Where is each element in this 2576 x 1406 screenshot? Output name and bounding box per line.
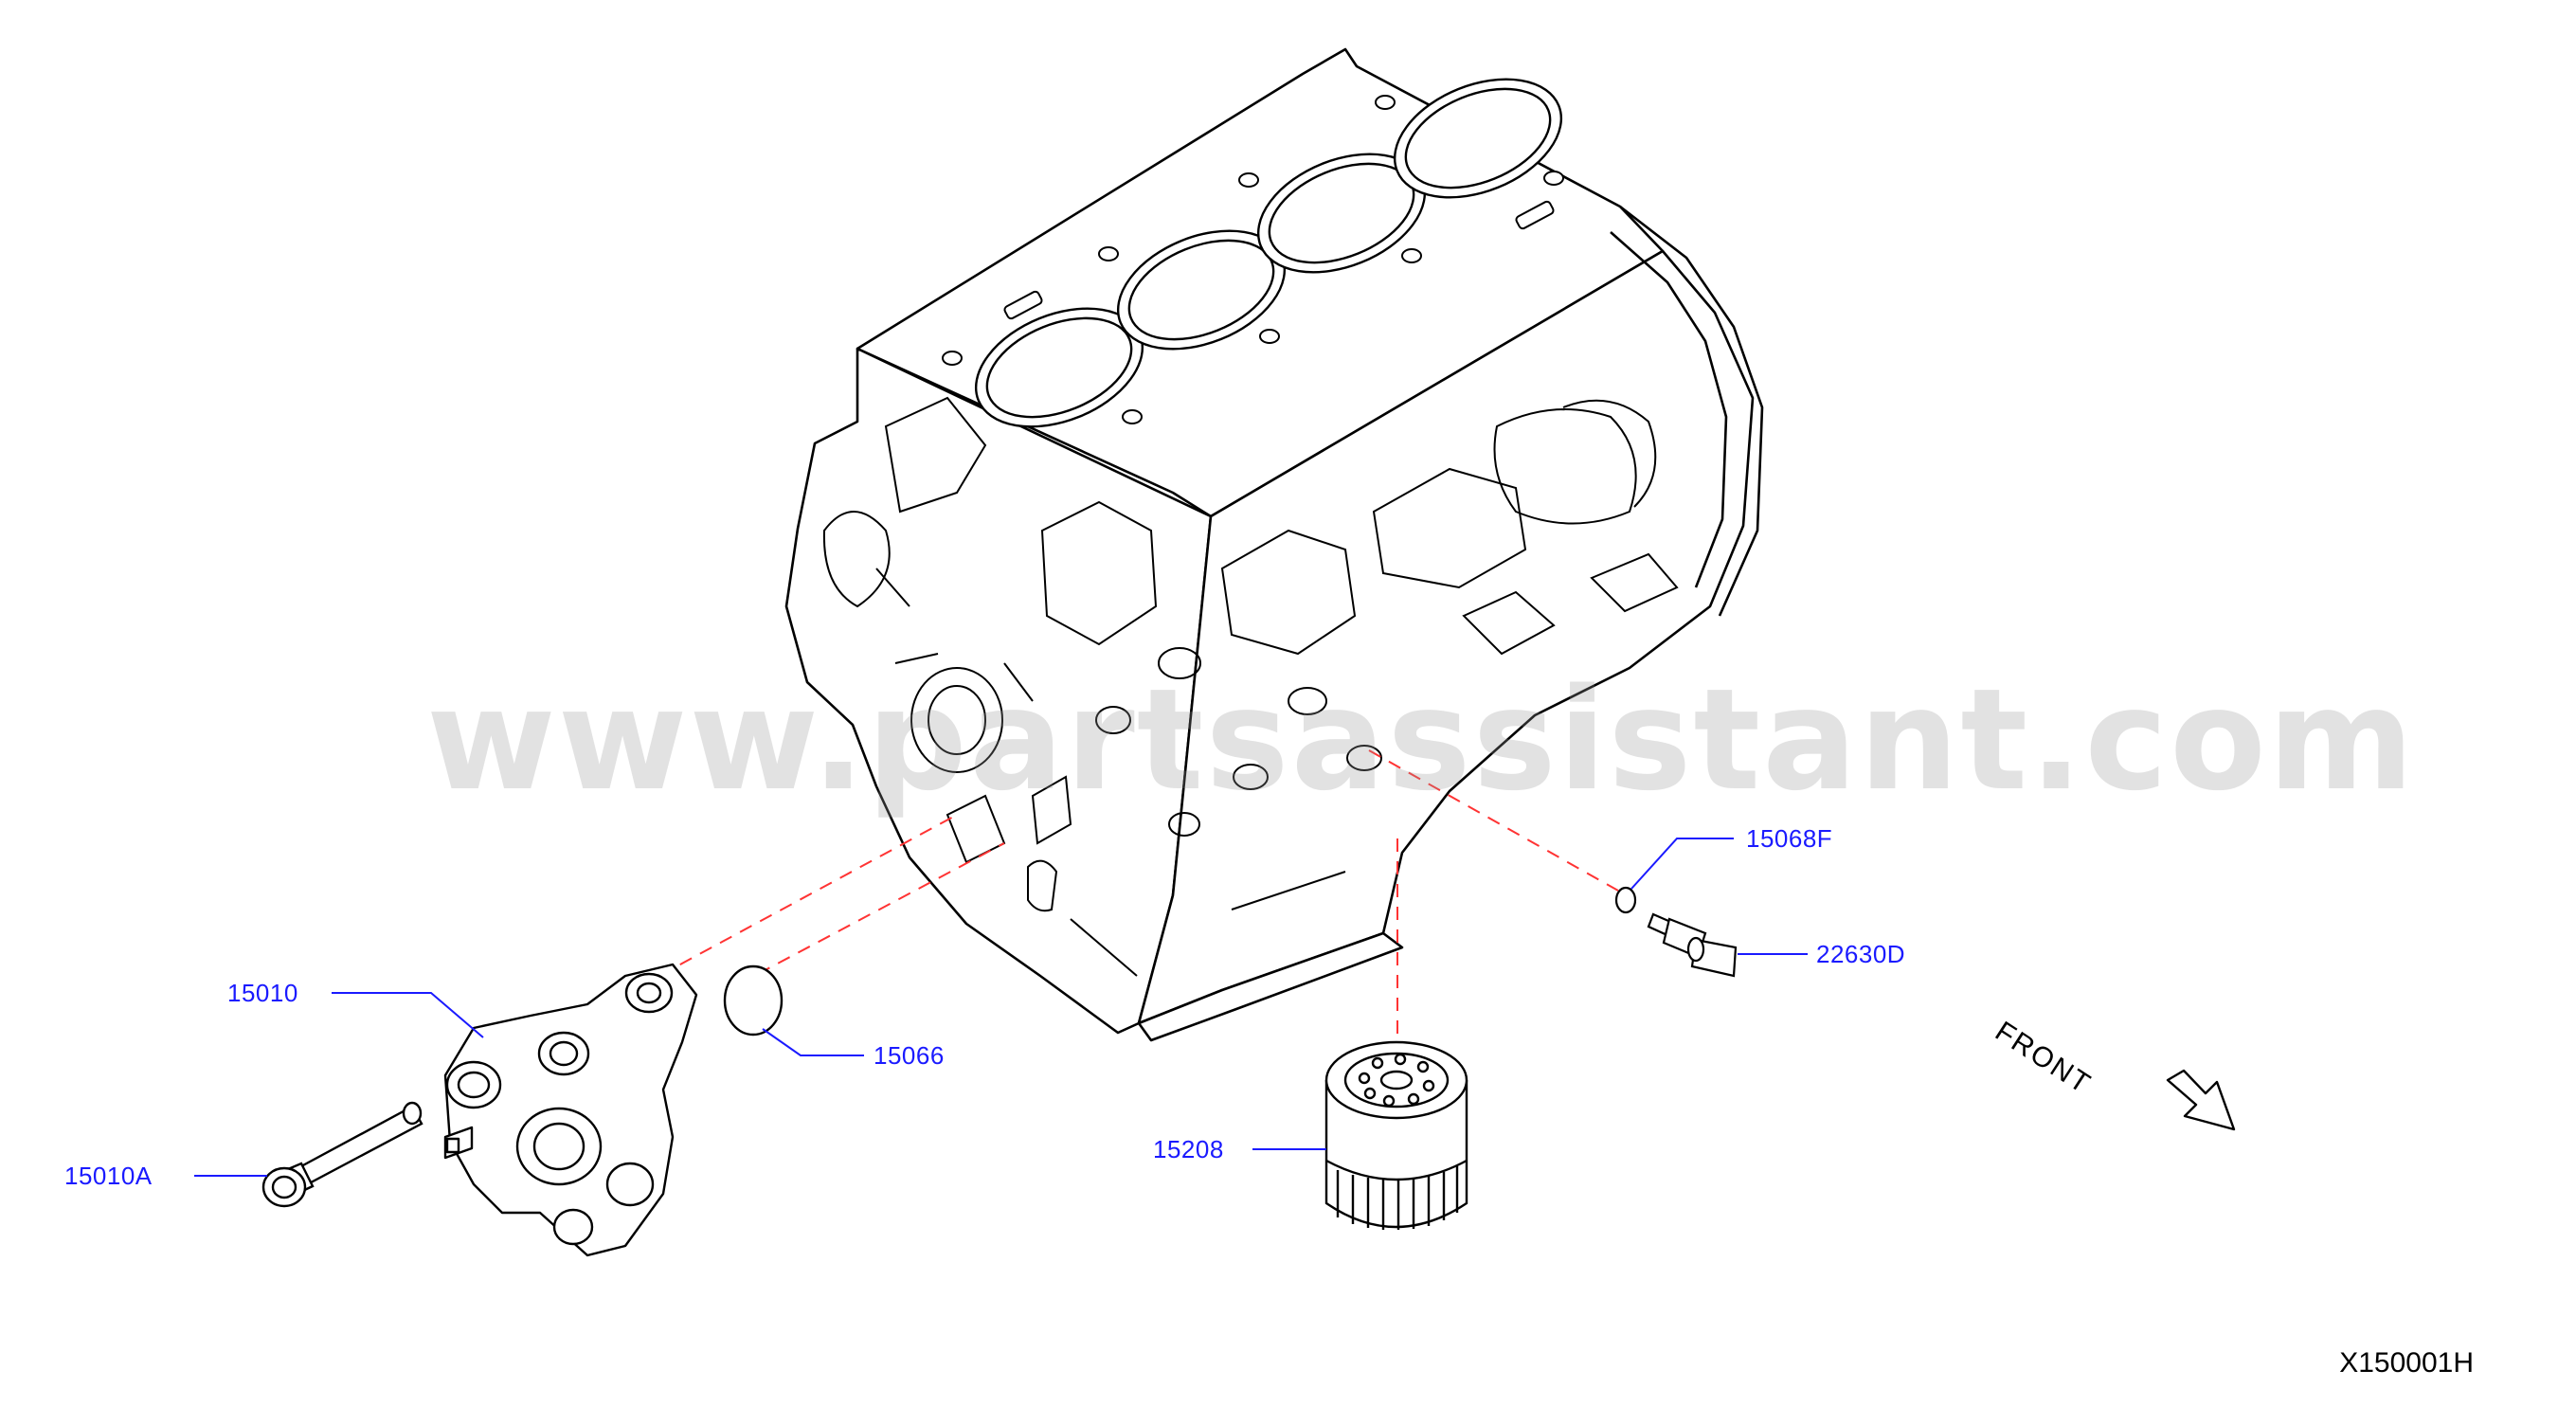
dashed-line-gasket — [757, 842, 1005, 975]
leader-lines — [194, 838, 1808, 1177]
label-15010A[interactable]: 15010A — [64, 1162, 153, 1190]
oil-pump — [443, 963, 698, 1257]
cylinder-bores — [974, 78, 1563, 428]
alignment-lines — [539, 749, 1619, 1041]
oil-pan-lip — [1137, 931, 1404, 1042]
leader-15068F — [1630, 838, 1734, 890]
rear-flange — [1619, 205, 1764, 617]
oil-pressure-sensor — [1647, 912, 1738, 978]
label-15068F[interactable]: 15068F — [1746, 824, 1833, 853]
dashed-line-sensor — [1368, 749, 1619, 892]
label-15208[interactable]: 15208 — [1153, 1135, 1224, 1163]
diagram-code: X150001H — [2339, 1347, 2474, 1379]
gasket — [723, 964, 784, 1036]
oil-pump-bolt — [261, 1101, 423, 1208]
front-arrow-icon — [2166, 1069, 2236, 1131]
washer — [1614, 886, 1637, 914]
label-22630D[interactable]: 22630D — [1816, 940, 1906, 968]
label-15066[interactable]: 15066 — [874, 1041, 945, 1070]
leader-15066 — [762, 1028, 864, 1056]
leader-15010 — [332, 992, 484, 1038]
watermark: www.partsassistant.com — [426, 658, 2417, 821]
block-face-details — [822, 396, 1679, 977]
oil-filter — [1324, 1040, 1468, 1230]
rear-flange-inner — [1610, 231, 1728, 588]
label-15010[interactable]: 15010 — [227, 979, 298, 1007]
deck-bolt-holes — [942, 95, 1564, 424]
